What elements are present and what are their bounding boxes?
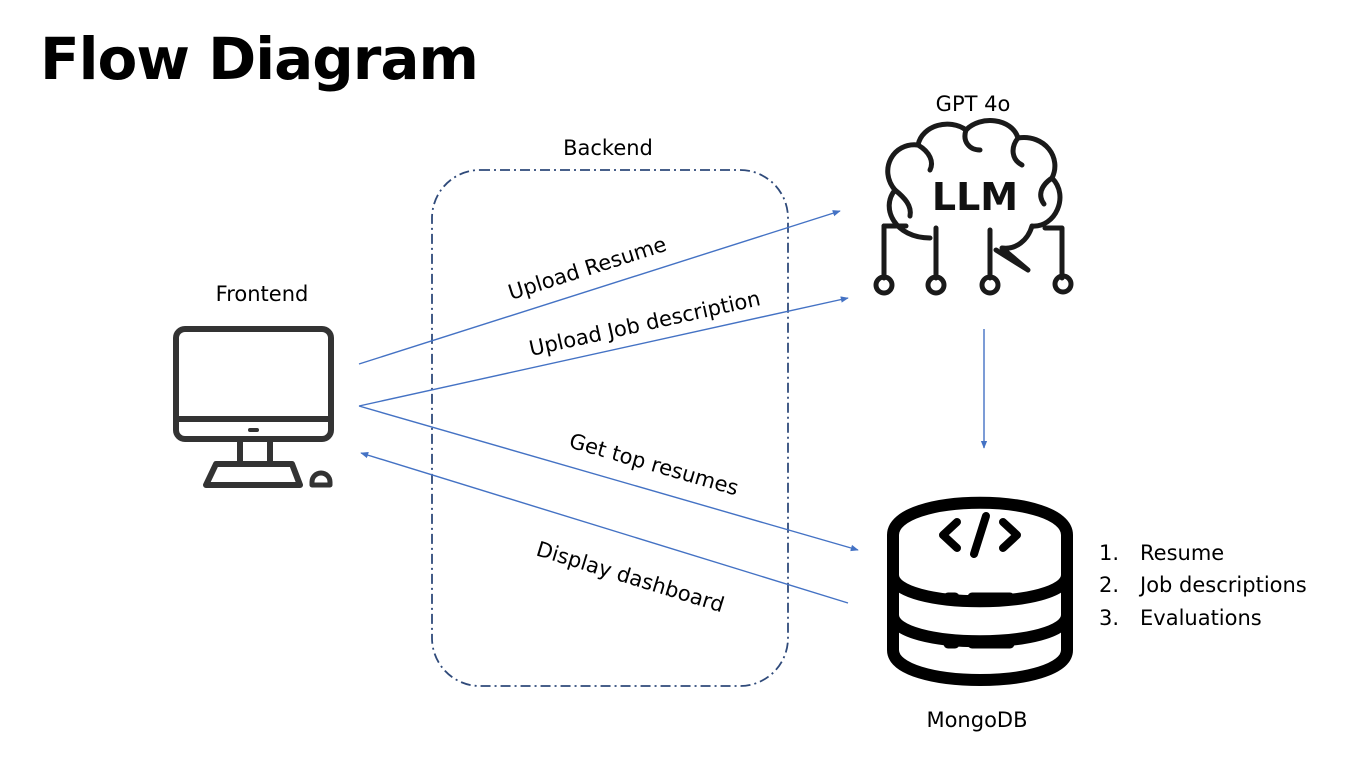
- brain-llm-icon: LLM: [873, 118, 1074, 296]
- desktop-computer-icon: [173, 326, 334, 488]
- list-item: Resume: [1140, 541, 1224, 565]
- page-title: Flow Diagram: [40, 25, 479, 93]
- llm-label: GPT 4o: [936, 92, 1011, 116]
- arrow-upload-job-description: [358, 296, 849, 407]
- edge-label-display-dashboard: Display dashboard: [534, 537, 728, 617]
- database-label: MongoDB: [926, 708, 1027, 732]
- list-item-number: 1.: [1099, 541, 1119, 565]
- backend-container: [431, 169, 789, 687]
- collections-list: 1. Resume 2. Job descriptions 3. Evaluat…: [1099, 541, 1307, 630]
- list-item: Job descriptions: [1138, 573, 1307, 597]
- frontend-label: Frontend: [216, 282, 309, 306]
- backend-label: Backend: [563, 136, 653, 160]
- edge-label-upload-resume: Upload Resume: [505, 232, 669, 305]
- list-item: Evaluations: [1140, 606, 1262, 630]
- arrow-get-top-resumes: [358, 405, 859, 552]
- arrow-display-dashboard: [360, 452, 849, 604]
- edge-label-get-top-resumes: Get top resumes: [567, 429, 742, 501]
- arrow-upload-resume: [358, 210, 841, 365]
- list-item-number: 3.: [1099, 606, 1119, 630]
- list-item-number: 2.: [1099, 573, 1119, 597]
- llm-icon-text: LLM: [932, 175, 1018, 219]
- database-code-icon: [887, 496, 1073, 686]
- edge-label-upload-job-description: Upload Job description: [527, 286, 763, 361]
